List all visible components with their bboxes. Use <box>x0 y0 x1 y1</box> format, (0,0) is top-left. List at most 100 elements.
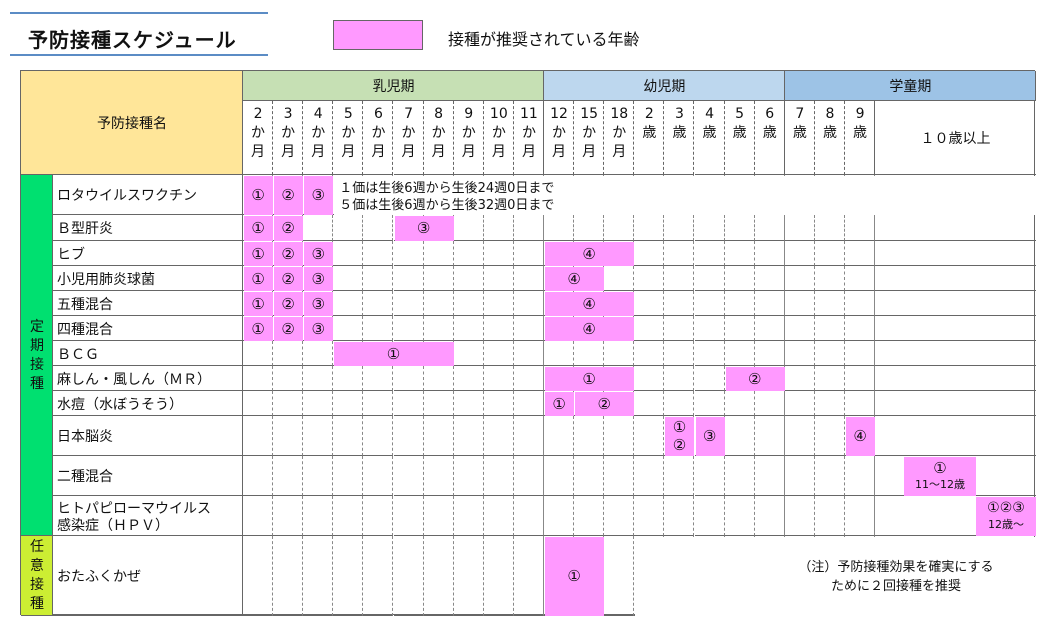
dose-bar <box>545 242 635 266</box>
vaccine-name-line: ヒトパピローマウイルス <box>57 500 211 517</box>
schedule-cell <box>273 366 304 391</box>
dose-bar <box>274 176 304 215</box>
schedule-cell <box>845 291 876 316</box>
vaccine-name: 小児用肺炎球菌 <box>57 271 155 288</box>
schedule-cell <box>423 266 454 291</box>
schedule-cell <box>333 316 364 341</box>
schedule-cell <box>724 215 755 241</box>
schedule-cell <box>694 366 725 391</box>
age-number: 5 <box>735 106 745 122</box>
schedule-cell <box>784 241 815 266</box>
schedule-cell <box>513 536 544 616</box>
schedule-cell <box>243 496 274 536</box>
age-column-header <box>453 101 484 175</box>
schedule-cell <box>544 341 575 366</box>
dose-bar <box>244 292 274 316</box>
dose-label: ④ <box>582 319 596 338</box>
schedule-cell <box>754 291 785 316</box>
schedule-cell <box>634 366 665 391</box>
schedule-cell <box>754 456 785 496</box>
schedule-cell <box>303 456 334 496</box>
schedule-cell <box>754 416 785 456</box>
schedule-cell <box>845 456 876 496</box>
schedule-cell <box>754 266 785 291</box>
title-rule-bottom <box>10 54 268 56</box>
dose-bar <box>244 242 274 266</box>
schedule-cell <box>393 496 424 536</box>
schedule-cell <box>784 366 815 391</box>
schedule-cell <box>483 536 514 616</box>
dose-bar <box>304 176 334 215</box>
age-unit-char: 月 <box>521 144 536 160</box>
vaccine-name: 麻しん・風しん（ＭＲ） <box>57 371 211 388</box>
age-column-header <box>423 101 454 175</box>
title-rule-top <box>10 12 268 14</box>
schedule-cell <box>513 241 544 266</box>
age-unit-char: 歳 <box>672 125 687 141</box>
category-cell-1 <box>21 175 53 536</box>
schedule-cell <box>483 416 514 456</box>
age-number: 12 <box>550 106 568 122</box>
vaccine-name: 日本脳炎 <box>57 429 113 445</box>
schedule-cell <box>243 416 274 456</box>
rota-note-cell <box>334 176 1036 215</box>
age-unit-char: 月 <box>311 144 326 160</box>
dose-label: ③ <box>416 219 431 237</box>
dose-label: ① <box>582 369 596 388</box>
period-header-1 <box>243 71 544 101</box>
schedule-cell <box>845 241 876 266</box>
schedule-cell <box>303 215 334 241</box>
age-column-header <box>544 101 575 175</box>
schedule-cell <box>845 341 876 366</box>
schedule-cell <box>333 496 364 536</box>
age-column-header <box>393 101 424 175</box>
dose-label: ③ <box>311 294 325 313</box>
schedule-cell <box>333 266 364 291</box>
schedule-cell <box>784 291 815 316</box>
age-unit-char: 月 <box>281 144 296 160</box>
age-column-header <box>363 101 394 175</box>
age-column-header <box>845 101 876 175</box>
schedule-cell <box>453 456 484 496</box>
vaccine-name-line: 感染症（ＨＰＶ） <box>57 517 169 534</box>
age-column-header <box>634 101 665 175</box>
vaccine-name-cell <box>53 366 243 391</box>
schedule-cell-ten-plus <box>875 416 1036 456</box>
age-unit-char: か <box>281 125 296 141</box>
schedule-cell <box>423 241 454 266</box>
schedule-cell <box>724 316 755 341</box>
age-unit-char: 月 <box>461 144 476 160</box>
schedule-cell <box>333 536 364 616</box>
dose-bar <box>244 317 274 341</box>
schedule-cell <box>845 391 876 416</box>
schedule-cell <box>634 241 665 266</box>
dose-label: ④ <box>567 269 581 288</box>
schedule-cell <box>483 291 514 316</box>
schedule-cell <box>423 291 454 316</box>
schedule-cell <box>363 416 394 456</box>
rota-note: ５価は生後6週から生後32週0日まで <box>339 198 555 213</box>
dose-label: ④ <box>853 427 867 445</box>
schedule-cell <box>393 241 424 266</box>
vaccine-name: ヒブ <box>57 246 85 263</box>
age-number: 8 <box>825 106 835 122</box>
schedule-cell <box>333 416 364 456</box>
age-unit-char: 歳 <box>853 125 868 141</box>
schedule-cell-ten-plus <box>875 291 1036 316</box>
schedule-cell <box>664 391 695 416</box>
schedule-cell <box>513 366 544 391</box>
legend-label: 接種が推奨されている年齢 <box>448 30 640 49</box>
schedule-cell <box>845 496 876 536</box>
schedule-cell <box>694 266 725 291</box>
schedule-cell <box>754 341 785 366</box>
schedule-cell <box>393 266 424 291</box>
schedule-cell <box>845 266 876 291</box>
dose-label: ④ <box>582 244 596 263</box>
dose-bar <box>274 267 304 291</box>
